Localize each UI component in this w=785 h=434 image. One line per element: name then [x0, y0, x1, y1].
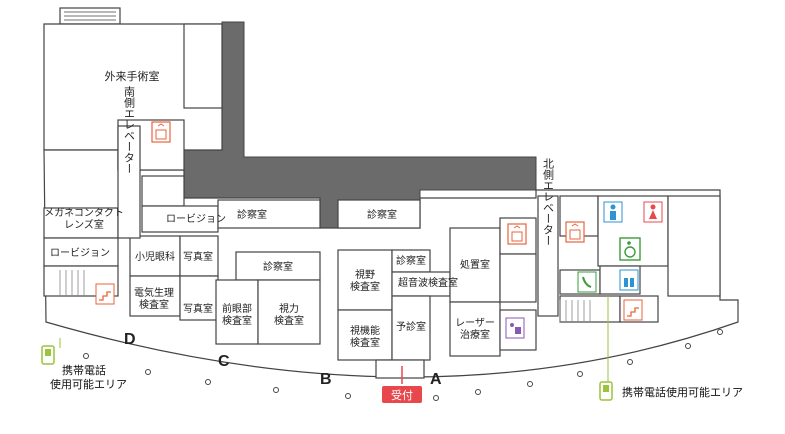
svg-text:北側エレベーター: 北側エレベーター — [542, 158, 555, 246]
pillars — [83, 329, 723, 401]
room-anterior-segment: 前眼部検査室 — [222, 302, 252, 327]
family-toilet-icon — [619, 269, 639, 291]
reception-counter — [375, 359, 425, 379]
stairs-icon — [623, 299, 643, 321]
mobile-phone-icon — [599, 381, 613, 401]
room-visual-acuity: 視力検査室 — [274, 302, 304, 327]
mobile-phone-icon — [41, 345, 55, 365]
female-toilet-icon — [643, 201, 663, 223]
room-treatment: 処置室 — [460, 258, 490, 271]
main-building — [43, 119, 739, 379]
zone-labels: D C B A — [124, 331, 442, 388]
room-preliminary: 予診室 — [396, 320, 426, 333]
room-visual-function: 視機能検査室 — [350, 324, 380, 349]
room-pediatric: 小児眼科 — [135, 250, 175, 263]
zone-c: C — [218, 353, 230, 370]
north-elevator-label: 北側エレベーター — [542, 158, 555, 246]
male-toilet-icon — [603, 201, 623, 223]
room-visual-field: 視野検査室 — [350, 268, 380, 293]
staff-room-icon — [505, 317, 525, 339]
reception[interactable]: 受付 — [382, 366, 422, 403]
mobile-area-left-note: 携帯電話使用可能エリア — [50, 363, 127, 391]
room-lobby-west: ロービジョン — [50, 247, 110, 259]
room-ultrasound: 超音波検査室 — [398, 276, 458, 289]
phone-icon — [577, 271, 597, 293]
mobile-area-right-note: 携帯電話使用可能エリア — [622, 385, 743, 399]
stairs-icon — [95, 283, 115, 305]
room-exam-1: 診察室 — [237, 208, 267, 221]
room-photo-1: 写真室 — [183, 250, 213, 263]
outpatient-surgery-block: 外来手術室 — [43, 7, 223, 151]
room-electrophysiology: 電気生理検査室 — [134, 286, 174, 311]
zone-d: D — [124, 331, 136, 348]
elevator-icon — [565, 221, 585, 243]
wheelchair-icon — [619, 237, 641, 261]
room-exam-3: 診察室 — [263, 260, 293, 273]
reception-label: 受付 — [391, 389, 413, 402]
south-elevator-label: 南側エレベーター — [123, 86, 136, 174]
room-lobby-south: ロービジョン — [166, 213, 226, 225]
room-laser: レーザー治療室 — [455, 317, 495, 341]
elevator-icon — [507, 223, 527, 245]
room-glasses-contact: メガネコンタクトレンズ室 — [44, 207, 124, 231]
room-outpatient-surgery: 外来手術室 — [105, 69, 160, 83]
room-exam-4: 診察室 — [396, 254, 426, 267]
room-exam-2: 診察室 — [367, 208, 397, 221]
restricted-area — [183, 21, 537, 229]
room-labels: ロービジョン メガネコンタクトレンズ室 ロービジョン 小児眼科 写真室 電気生理… — [44, 207, 495, 349]
zone-a: A — [430, 371, 442, 388]
elevator-icon — [151, 121, 171, 143]
svg-text:南側エレベーター: 南側エレベーター — [123, 86, 136, 174]
room-photo-2: 写真室 — [183, 302, 213, 315]
zone-b: B — [320, 371, 332, 388]
